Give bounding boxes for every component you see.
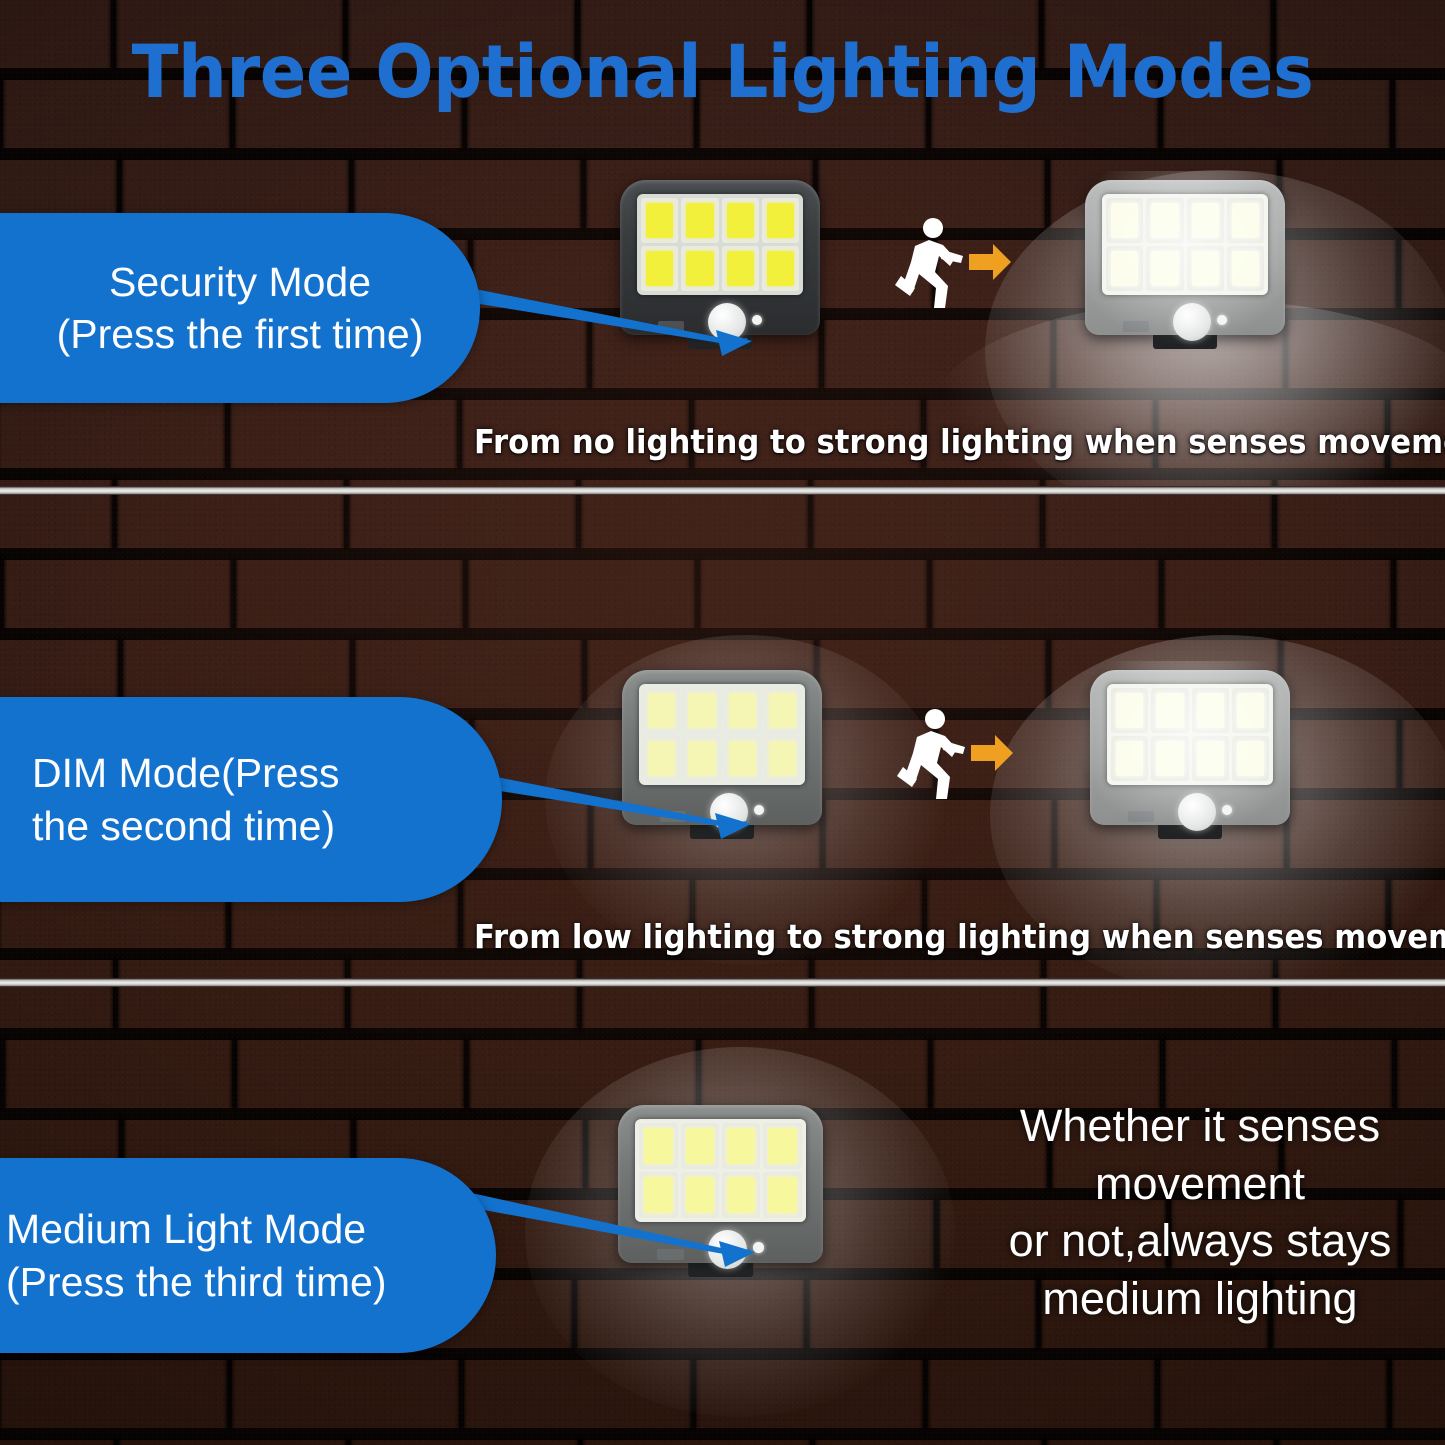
led-cell <box>1106 197 1144 243</box>
led-cell <box>1186 245 1224 291</box>
led-cell <box>1191 735 1229 781</box>
callout-line-2: (Press the first time) <box>56 311 424 357</box>
led-cell <box>683 687 721 733</box>
arrow-right-icon <box>971 735 1013 771</box>
led-cell <box>1146 197 1184 243</box>
led-panel <box>1107 683 1273 785</box>
lamp-bright-dim <box>1078 660 1302 839</box>
led-cell <box>680 1123 719 1170</box>
description-line-1: Whether it senses <box>1019 1100 1381 1151</box>
led-cell <box>643 687 681 733</box>
led-cell <box>1226 245 1264 291</box>
led-cell <box>1146 245 1184 291</box>
callout-medium-light-mode: Medium Light Mode (Press the third time) <box>0 1158 496 1353</box>
callout-line-2: the second time) <box>32 802 336 849</box>
led-cell <box>763 1123 802 1170</box>
page-title: Three Optional Lighting Modes <box>131 30 1314 115</box>
led-cell <box>641 197 679 243</box>
running-man-icon <box>897 709 965 799</box>
description-line-3: or not,always stays <box>1008 1215 1392 1267</box>
description-medium-light-mode: Whether it senses movement or not,always… <box>965 1097 1435 1327</box>
led-cell <box>1106 245 1144 291</box>
motion-detection-group <box>897 709 1013 799</box>
arrow-right-icon <box>969 244 1011 280</box>
led-cell <box>763 735 801 781</box>
description-line-4: medium lighting <box>1042 1272 1358 1324</box>
led-cell <box>761 245 799 291</box>
led-cell <box>1231 687 1269 733</box>
led-cell <box>763 687 801 733</box>
led-cell <box>1186 197 1224 243</box>
callout-security-mode: Security Mode (Press the first time) <box>0 213 480 403</box>
caption-security-mode: From no lighting to strong lighting when… <box>474 422 1445 461</box>
panel-dim-mode: DIM Mode(Press the second time) From low… <box>0 495 1445 982</box>
led-panel <box>1102 193 1268 295</box>
led-cell <box>639 1123 678 1170</box>
led-cell <box>721 197 759 243</box>
lamp-label <box>1128 811 1154 822</box>
callout-line-1: Security Mode <box>108 258 372 305</box>
led-cell <box>1151 687 1189 733</box>
motion-detection-group <box>895 218 1011 308</box>
led-cell <box>1226 197 1264 243</box>
led-cell <box>723 687 761 733</box>
callout-dim-mode: DIM Mode(Press the second time) <box>0 697 502 902</box>
led-cell <box>681 197 719 243</box>
pir-sensor-dome <box>1173 303 1211 342</box>
led-cell <box>1111 687 1149 733</box>
running-man-icon <box>895 218 963 308</box>
led-cell <box>1231 735 1269 781</box>
led-cell <box>763 1172 802 1218</box>
lamp-bright-security <box>1073 170 1297 349</box>
led-cell <box>721 1123 761 1170</box>
led-cell <box>1111 735 1149 781</box>
caption-dim-mode: From low lighting to strong lighting whe… <box>474 917 1445 956</box>
lamp-label <box>1123 321 1149 332</box>
led-cell <box>761 197 799 243</box>
callout-line-2: (Press the third time) <box>6 1258 387 1305</box>
callout-line-1: DIM Mode(Press <box>32 750 340 797</box>
description-line-2: movement <box>1094 1157 1306 1209</box>
pir-sensor-dome <box>1178 793 1216 832</box>
panel-divider-1 <box>0 486 1445 495</box>
led-cell <box>1151 735 1189 781</box>
panel-divider-2 <box>0 978 1445 987</box>
callout-line-1: Medium Light Mode <box>6 1206 367 1253</box>
panel-medium-light-mode: Medium Light Mode (Press the third time)… <box>0 987 1445 1445</box>
led-cell <box>1191 687 1229 733</box>
